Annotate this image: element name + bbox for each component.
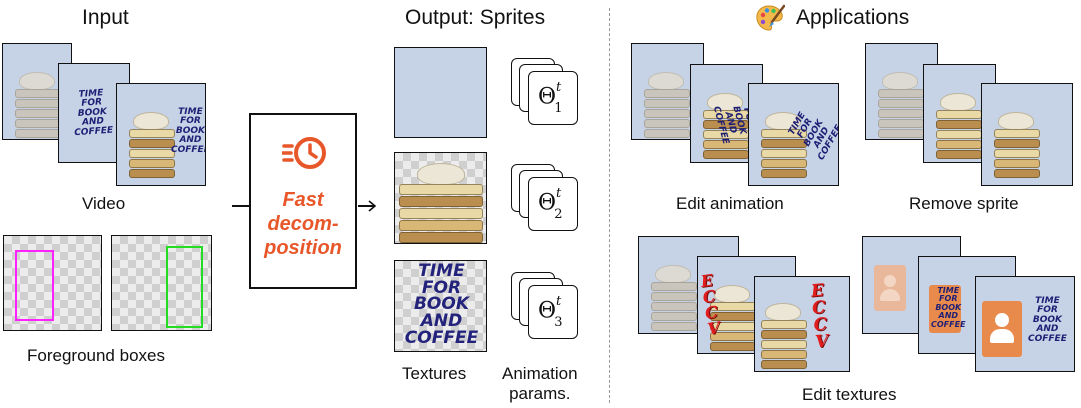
books-sprite bbox=[399, 183, 483, 243]
foreground-box-frame-2 bbox=[111, 235, 212, 331]
edit-animation-caption: Edit animation bbox=[676, 194, 784, 213]
texture-text: TIME FOR BOOK AND COFFEE bbox=[404, 261, 479, 348]
frame-text: TIME FOR BOOK AND COFFEE bbox=[171, 107, 206, 155]
edit-textures-caption: Edit textures bbox=[802, 385, 897, 404]
remove-sprite-frame-3 bbox=[981, 83, 1073, 186]
fast-decomposition-label: Fast decom- position bbox=[264, 189, 342, 259]
arrow-out-head bbox=[368, 200, 377, 212]
text-texture: TIME FOR BOOK AND COFFEE bbox=[394, 260, 487, 352]
foreground-box-frame-1 bbox=[3, 235, 102, 331]
frame-text: TIME FOR BOOK AND COFFEE bbox=[73, 88, 114, 139]
output-heading: Output: Sprites bbox=[405, 6, 546, 29]
fast-decomposition-box: Fast decom- position bbox=[249, 113, 357, 289]
books-sprite bbox=[15, 88, 61, 138]
fast-clock-icon bbox=[282, 137, 326, 169]
eccv-frame-3: E C C V bbox=[754, 276, 850, 372]
arrow-out-line bbox=[358, 205, 374, 207]
edit-animation-frame-3: TIME FOR BOOK AND COFFEE bbox=[748, 83, 839, 186]
person-frame-3: TIME FOR BOOK AND COFFEE bbox=[975, 276, 1075, 372]
person-card-icon bbox=[874, 265, 906, 311]
video-frame-3: TIME FOR BOOK AND COFFEE bbox=[116, 83, 206, 186]
theta-1: Θt1 bbox=[538, 80, 563, 116]
theta-3: Θt3 bbox=[538, 294, 563, 330]
remove-sprite-caption: Remove sprite bbox=[909, 194, 1019, 213]
palette-icon bbox=[756, 4, 785, 31]
applications-heading: Applications bbox=[796, 6, 910, 29]
background-sprite bbox=[394, 47, 487, 138]
video-caption: Video bbox=[82, 194, 126, 213]
theta-2: Θt2 bbox=[538, 186, 563, 222]
books-sprite bbox=[129, 128, 175, 178]
params-caption: Animation params. bbox=[502, 364, 578, 403]
person-card-icon bbox=[982, 301, 1022, 357]
foreground-box-magenta bbox=[15, 250, 54, 321]
boxes-caption: Foreground boxes bbox=[27, 346, 165, 365]
cat-sprite bbox=[417, 163, 465, 185]
person-card-icon: TIME FOR BOOK AND COFFEE bbox=[929, 285, 966, 333]
input-heading: Input bbox=[82, 6, 129, 29]
section-divider bbox=[609, 8, 610, 403]
books-texture bbox=[394, 152, 487, 244]
textures-caption: Textures bbox=[402, 364, 467, 383]
arrow-in-line bbox=[232, 205, 249, 207]
foreground-box-green bbox=[166, 246, 203, 328]
